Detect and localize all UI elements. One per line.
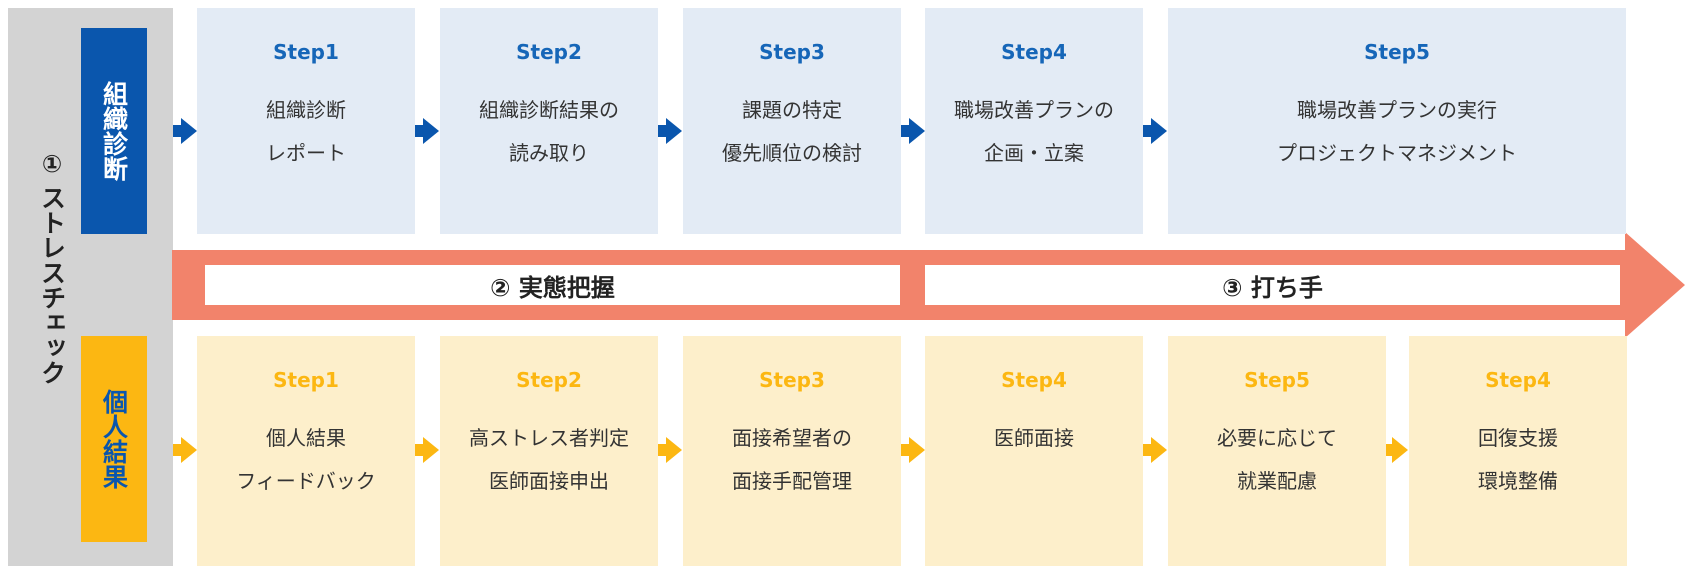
org-step-card: Step1 組織診断 レポート [197,8,415,234]
step-text-line2: 優先順位の検討 [722,141,862,165]
phase-action-label: ③ 打ち手 [925,265,1620,305]
arrow-right-icon [658,437,682,463]
step-text-line1: 回復支援 [1478,426,1558,450]
stress-check-text: ストレスチェック [37,185,67,385]
step-text-line2: 環境整備 [1478,469,1558,493]
individual-result-badge: 個人結果 [81,336,147,542]
org-diagnosis-badge: 組織診断 [81,28,147,234]
individual-step-card: Step5 必要に応じて 就業配慮 [1168,336,1386,566]
individual-step-card: Step3 面接希望者の 面接手配管理 [683,336,901,566]
step-text-line1: 組織診断結果の [479,98,619,122]
stress-check-number: ① [41,150,63,178]
phase-assessment-label: ② 実態把握 [205,265,900,305]
stress-check-label: ① ストレスチェック [28,150,76,410]
arrow-right-icon [173,118,197,144]
org-step-card: Step3 課題の特定 優先順位の検討 [683,8,901,234]
step-number: Step4 [1485,368,1551,392]
step-number: Step4 [1001,40,1067,64]
step-text-line1: 医師面接 [994,426,1074,450]
step-number: Step3 [759,40,825,64]
org-step-card: Step5 職場改善プランの実行 プロジェクトマネジメント [1168,8,1626,234]
step-number: Step5 [1364,40,1430,64]
arrow-right-icon [1143,118,1167,144]
org-step-card: Step4 職場改善プランの 企画・立案 [925,8,1143,234]
step-number: Step2 [516,40,582,64]
step-number: Step5 [1244,368,1310,392]
arrow-right-icon [658,118,682,144]
individual-step-card: Step2 高ストレス者判定 医師面接申出 [440,336,658,566]
step-text-line1: 必要に応じて [1217,426,1337,450]
arrow-right-icon [173,437,197,463]
step-number: Step1 [273,40,339,64]
arrow-right-icon [1143,437,1167,463]
step-text-line2: フィードバック [236,469,376,493]
individual-step-card: Step4 回復支援 環境整備 [1409,336,1627,566]
step-text-line2: プロジェクトマネジメント [1277,141,1517,165]
step-text-line1: 高ストレス者判定 [469,426,629,450]
arrow-right-icon [1386,437,1408,463]
step-text-line1: 課題の特定 [742,98,842,122]
step-text-line1: 職場改善プランの実行 [1297,98,1497,122]
arrow-right-icon [415,437,439,463]
step-text-line1: 職場改善プランの [954,98,1114,122]
step-text-line1: 組織診断 [266,98,346,122]
step-text-line1: 個人結果 [266,426,346,450]
step-number: Step2 [516,368,582,392]
step-text-line2: レポート [266,141,346,165]
step-number: Step3 [759,368,825,392]
step-text-line1: 面接希望者の [732,426,852,450]
step-text-line2: 就業配慮 [1237,469,1317,493]
org-step-card: Step2 組織診断結果の 読み取り [440,8,658,234]
step-number: Step1 [273,368,339,392]
step-text-line2: 読み取り [509,141,589,165]
step-text-line2: 医師面接申出 [489,469,609,493]
step-number: Step4 [1001,368,1067,392]
arrow-right-icon [415,118,439,144]
individual-step-card: Step4 医師面接 [925,336,1143,566]
individual-step-card: Step1 個人結果 フィードバック [197,336,415,566]
arrow-right-icon [901,437,925,463]
arrow-right-icon [901,118,925,144]
step-text-line2: 面接手配管理 [732,469,852,493]
step-text-line2: 企画・立案 [984,141,1084,165]
